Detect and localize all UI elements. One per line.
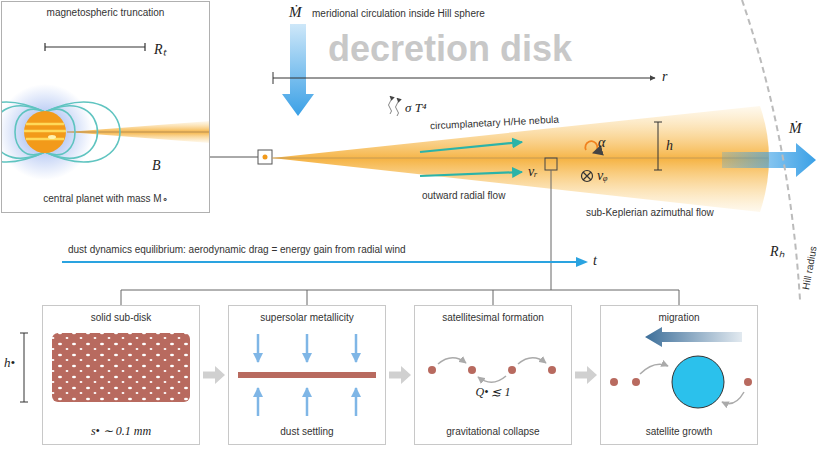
stage-box: solid sub-disk s• ∼ 0.1 mm	[42, 305, 200, 445]
flux-symbol: Ṁ	[289, 4, 302, 20]
annotation: Hill radius	[800, 245, 819, 290]
stage-arrow	[575, 366, 597, 384]
arrow-head	[587, 366, 597, 384]
box-text: supersolar metallicity	[229, 312, 385, 324]
arrow-head	[401, 366, 411, 384]
flux-symbol: σ T⁴	[405, 100, 426, 116]
stage-box: supersolar metallicity dust settling	[228, 305, 386, 445]
symbol-label: Rₕ	[770, 244, 785, 260]
box-text: solid sub-disk	[43, 312, 199, 324]
annotation: dust dynamics equilibrium: aerodynamic d…	[68, 244, 406, 256]
box-text: magnetospheric truncation	[2, 7, 209, 19]
box-text: migration	[601, 312, 757, 324]
box-text: central planet with mass M∘	[2, 193, 209, 205]
symbol-label: vᵩ	[597, 168, 608, 184]
symbol-label: h•	[4, 355, 15, 371]
symbol-label: α	[598, 135, 605, 151]
symbol-label: Q• ≲ 1	[415, 384, 571, 400]
symbol-label: Rₜ	[154, 42, 166, 58]
symbol-label: vᵣ	[528, 164, 538, 180]
symbol-label: B⃗	[152, 158, 171, 174]
annotation: circumplanetary H/He nebula	[430, 114, 559, 133]
axis-label: t	[593, 253, 597, 269]
annotation: sub-Keplerian azimuthal flow	[586, 207, 714, 219]
symbol-label: h	[666, 138, 673, 154]
box-text: dust settling	[229, 426, 385, 438]
stage-box: satellitesimal formation Q• ≲ 1 gravitatio…	[414, 305, 572, 445]
axis-label: r	[662, 69, 667, 85]
stage-arrow	[389, 366, 411, 384]
stage-box: migration satellite growth	[600, 305, 758, 445]
flux-symbol: Ṁ	[789, 120, 802, 136]
arrow-head	[215, 366, 225, 384]
symbol-label: s• ∼ 0.1 mm	[43, 423, 199, 439]
box-text: gravitational collapse	[415, 426, 571, 438]
annotation: outward radial flow	[422, 190, 505, 202]
watermark-title: decretion disk	[328, 28, 572, 70]
box-text: satellitesimal formation	[415, 312, 571, 324]
annotation: meridional circulation inside Hill spher…	[312, 8, 485, 20]
box-text: satellite growth	[601, 426, 757, 438]
stage-arrow	[203, 366, 225, 384]
inset-panel: magnetospheric truncationRₜB⃗ central pla…	[1, 1, 210, 213]
